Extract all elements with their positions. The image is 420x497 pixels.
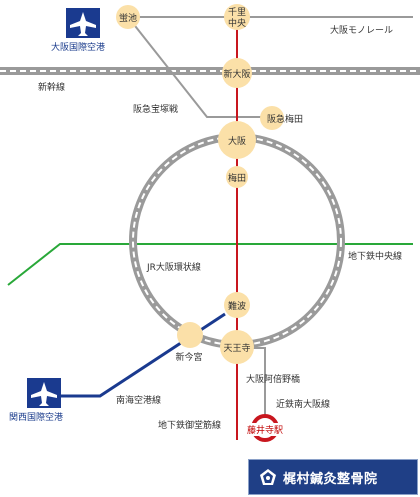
station-shin-imamiya[interactable] — [177, 322, 203, 348]
kansai-airport-label: 関西国際空港 — [9, 411, 63, 423]
hankyu-takarazuka-line — [127, 16, 272, 118]
hankyu-umeda-label: 阪急梅田 — [267, 113, 303, 125]
kansai-airplane-icon — [27, 378, 61, 408]
tennoji-label: 天王寺 — [223, 343, 250, 354]
monorail-label: 大阪モノレール — [330, 24, 393, 36]
station-osaka[interactable] — [218, 121, 256, 159]
station-umeda[interactable] — [226, 166, 248, 188]
hankyu-takarazuka-label: 阪急宝塚戦 — [133, 103, 178, 115]
station-hotarugaike[interactable] — [116, 5, 140, 29]
nankai-label: 南海空港線 — [116, 394, 161, 406]
senri-chuo-label-2: 中央 — [228, 17, 246, 29]
hotarugaike-label: 蛍池 — [119, 12, 137, 24]
namba-label: 難波 — [228, 300, 246, 312]
shin-imamiya-label: 新今宮 — [175, 351, 202, 363]
clinic-banner[interactable]: 梶村鍼灸整骨院 — [248, 459, 418, 495]
station-tennoji[interactable] — [220, 330, 254, 364]
chuo-label: 地下鉄中央線 — [348, 250, 402, 262]
senri-chuo-label-1: 千里 — [228, 7, 246, 18]
osaka-abenobashi-label: 大阪阿倍野橋 — [246, 373, 300, 385]
clinic-name: 梶村鍼灸整骨院 — [283, 471, 378, 487]
shinkansen-label: 新幹線 — [38, 81, 65, 93]
station-senri-chuo[interactable] — [224, 4, 250, 30]
shinkansen-line — [0, 67, 420, 75]
midosuji-label: 地下鉄御堂筋線 — [158, 419, 221, 431]
station-hankyu-umeda[interactable] — [260, 106, 284, 130]
itami-airport-label: 大阪国際空港 — [51, 41, 105, 53]
station-namba[interactable] — [224, 292, 250, 318]
osaka-label: 大阪 — [228, 135, 246, 147]
fujiidera-label: 藤井寺駅 — [247, 424, 283, 436]
chuo-line — [7, 243, 413, 286]
jr-loop-label: JR大阪環状線 — [146, 261, 201, 273]
kintetsu-label: 近鉄南大阪線 — [276, 398, 330, 410]
itami-airplane-icon — [66, 8, 100, 38]
shin-osaka-label: 新大阪 — [223, 68, 250, 80]
station-fujiidera[interactable] — [245, 414, 289, 442]
clinic-logo-icon — [260, 469, 276, 485]
umeda-label: 梅田 — [228, 172, 246, 184]
station-shin-osaka[interactable] — [222, 58, 252, 88]
